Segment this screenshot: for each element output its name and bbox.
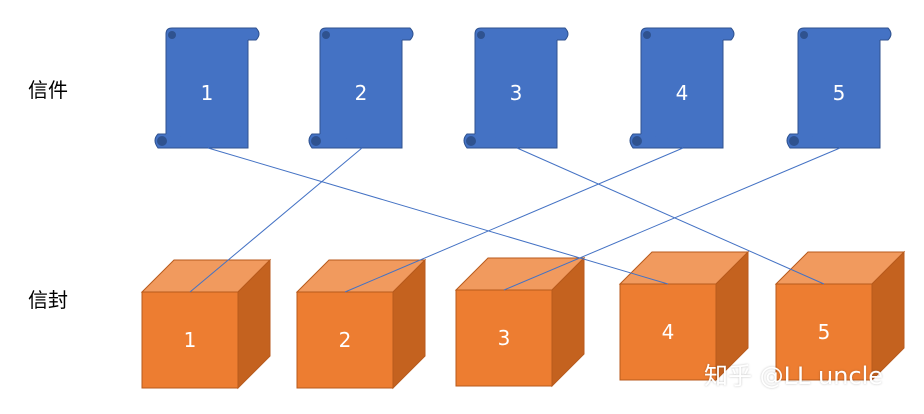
cube-front <box>775 283 873 381</box>
cube-front <box>141 291 239 389</box>
letter-number: 5 <box>833 81 846 105</box>
scroll-top-roll <box>322 31 330 39</box>
envelope-number: 2 <box>339 328 352 352</box>
scroll-top-curl <box>319 27 414 42</box>
letters-label: 信件 <box>28 78 68 102</box>
envelope-cube-2: 2 <box>295 258 427 390</box>
letter-number: 3 <box>510 81 523 105</box>
connection-line-4-2 <box>344 147 684 293</box>
envelope-number: 1 <box>184 328 197 352</box>
scroll-bottom-roll <box>157 136 167 146</box>
cube-front <box>455 289 553 387</box>
scroll-top-curl <box>474 27 569 42</box>
letter-scroll-4: 4 <box>629 27 735 149</box>
cube-side <box>392 258 426 390</box>
letters-row: 1 2 3 4 5 <box>154 27 892 149</box>
scroll-body <box>640 33 724 149</box>
scroll-bottom-roll <box>632 136 642 146</box>
scroll-bottom-roll <box>789 136 799 146</box>
scroll-bottom-curl <box>154 133 248 149</box>
envelope-number: 4 <box>662 320 675 344</box>
letter-number: 4 <box>676 81 689 105</box>
letter-number: 2 <box>355 81 368 105</box>
cube-front <box>296 291 394 389</box>
connection-line-1-4 <box>207 147 669 285</box>
scroll-bottom-curl <box>629 133 723 149</box>
envelopes-label: 信封 <box>28 288 68 312</box>
letter-scroll-5: 5 <box>786 27 892 149</box>
watermark: 知乎 @LL uncle <box>704 362 884 390</box>
cube-side <box>871 250 905 382</box>
scroll-top-roll <box>643 31 651 39</box>
envelope-number: 5 <box>818 320 831 344</box>
connection-line-2-1 <box>189 147 363 293</box>
scroll-bottom-curl <box>308 133 402 149</box>
envelope-cube-3: 3 <box>454 256 586 388</box>
envelope-cube-5: 5 <box>774 250 906 382</box>
cube-side <box>237 258 271 390</box>
connection-lines <box>189 147 841 293</box>
envelopes-row: 1 2 3 4 5 <box>140 250 906 390</box>
scroll-bottom-curl <box>786 133 880 149</box>
letter-number: 1 <box>201 81 214 105</box>
envelope-cube-4: 4 <box>618 250 750 382</box>
cube-side <box>551 256 585 388</box>
envelope-number: 3 <box>498 326 511 350</box>
letter-scroll-3: 3 <box>463 27 569 149</box>
scroll-top-roll <box>168 31 176 39</box>
connection-line-3-5 <box>516 147 825 285</box>
scroll-top-curl <box>165 27 260 42</box>
scroll-body <box>165 33 249 149</box>
scroll-top-roll <box>800 31 808 39</box>
scroll-top-roll <box>477 31 485 39</box>
envelope-cube-1: 1 <box>140 258 272 390</box>
letter-scroll-2: 2 <box>308 27 414 149</box>
cube-side <box>715 250 749 382</box>
scroll-bottom-roll <box>311 136 321 146</box>
scroll-bottom-curl <box>463 133 557 149</box>
scroll-bottom-roll <box>466 136 476 146</box>
scroll-top-curl <box>797 27 892 42</box>
scroll-top-curl <box>640 27 735 42</box>
scroll-body <box>319 33 403 149</box>
letter-scroll-1: 1 <box>154 27 260 149</box>
connection-line-5-3 <box>503 147 841 291</box>
